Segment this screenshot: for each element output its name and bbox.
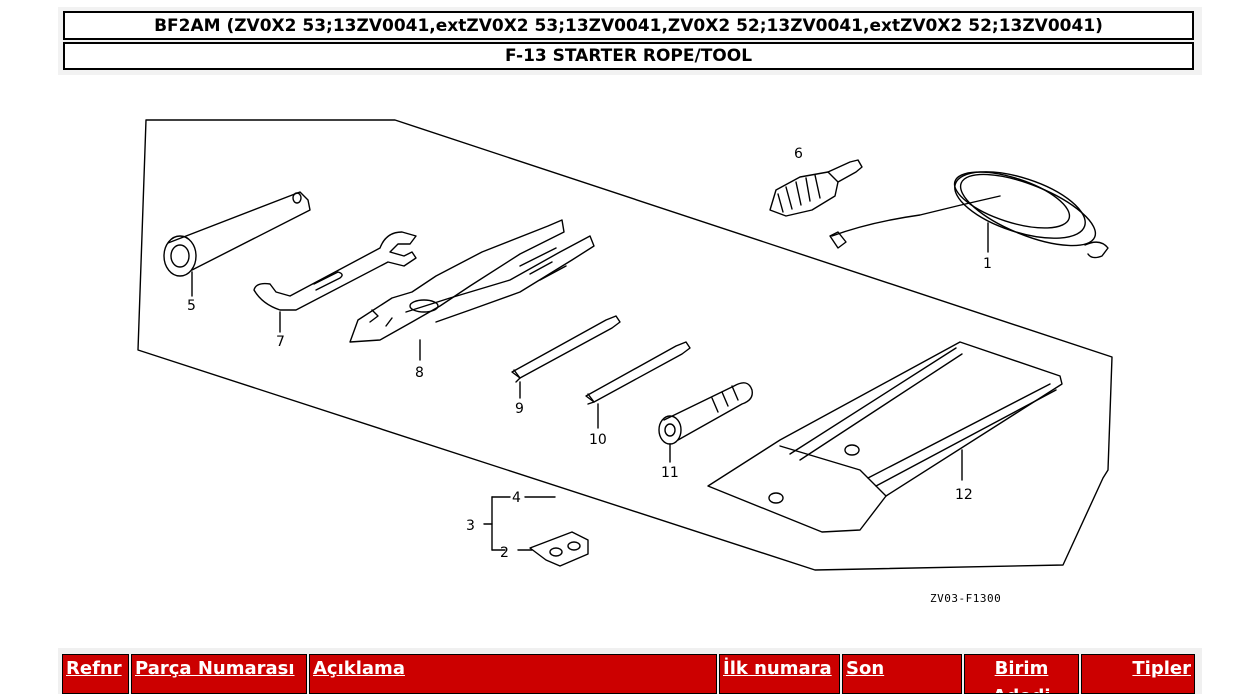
callout-bracket xyxy=(483,496,556,551)
callout-2: 2 xyxy=(500,545,509,561)
callout-9: 9 xyxy=(515,401,524,417)
callout-7: 7 xyxy=(276,334,285,350)
parts-diagram: 1 2 3 4 5 6 7 8 9 10 11 12 ZV03-F1300 xyxy=(137,119,1113,605)
column-part-number[interactable]: Parça Numarası xyxy=(131,654,307,694)
clip-drawing xyxy=(529,531,589,567)
column-unit-qty[interactable]: Birim Adedi xyxy=(964,654,1079,694)
model-title: BF2AM (ZV0X2 53;13ZV0041,extZV0X2 53;13Z… xyxy=(63,11,1194,40)
section-title: F-13 STARTER ROPE/TOOL xyxy=(63,42,1194,70)
column-types[interactable]: Tipler xyxy=(1081,654,1195,694)
callout-10: 10 xyxy=(589,432,607,448)
starter-rope-drawing xyxy=(829,171,1109,259)
diagram-code: ZV03-F1300 xyxy=(930,592,1001,605)
pliers-drawing xyxy=(349,219,595,361)
callout-3: 3 xyxy=(466,518,475,534)
column-refnr[interactable]: Refnr xyxy=(62,654,129,694)
callout-1: 1 xyxy=(983,256,992,272)
callout-4: 4 xyxy=(512,490,521,506)
open-wrench-drawing xyxy=(253,231,417,333)
tool-bag-drawing xyxy=(707,341,1063,533)
box-wrench-drawing xyxy=(163,191,311,297)
callout-11: 11 xyxy=(661,465,679,481)
column-last[interactable]: Son xyxy=(842,654,962,694)
callout-6: 6 xyxy=(794,146,803,162)
screwdriver-9-drawing xyxy=(511,315,621,399)
spark-plug-drawing xyxy=(769,159,863,217)
tray-outline xyxy=(137,119,1113,571)
column-first-number[interactable]: İlk numara xyxy=(719,654,840,694)
handle-drawing xyxy=(658,382,753,463)
callout-12: 12 xyxy=(955,487,973,503)
column-description[interactable]: Açıklama xyxy=(309,654,717,694)
callout-8: 8 xyxy=(415,365,424,381)
callout-5: 5 xyxy=(187,298,196,314)
screwdriver-10-drawing xyxy=(585,341,691,429)
